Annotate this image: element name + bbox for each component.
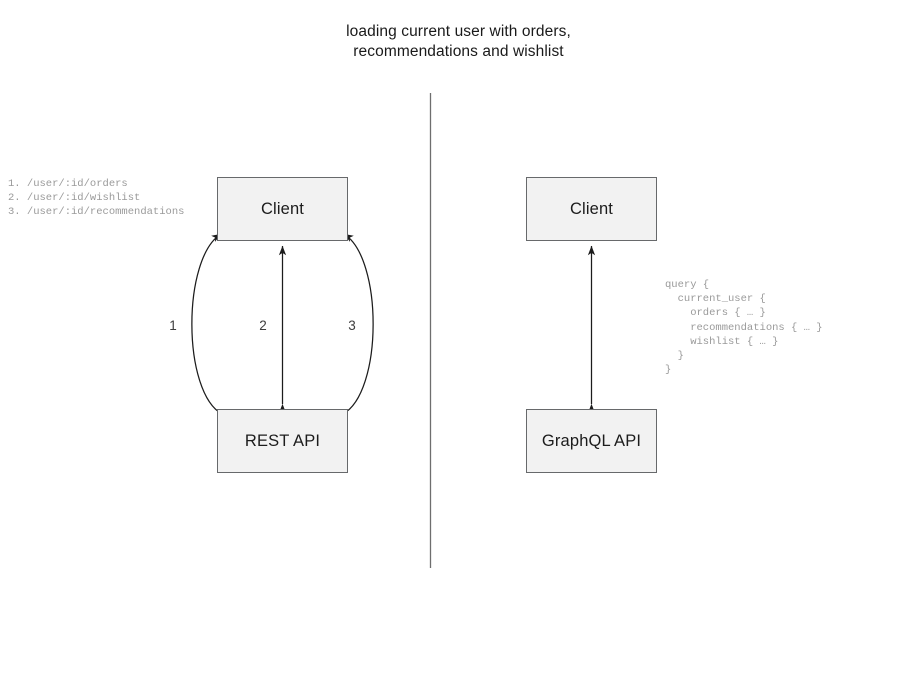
edge-label-2: 2 bbox=[259, 318, 267, 333]
rest-endpoint-list: 1. /user/:id/orders 2. /user/:id/wishlis… bbox=[8, 178, 185, 219]
node-client-graphql-label: Client bbox=[569, 199, 614, 218]
node-client-rest[interactable]: Client bbox=[217, 177, 348, 241]
node-graphql-api-label: GraphQL API bbox=[541, 431, 642, 450]
edge-rest-1 bbox=[191, 233, 232, 422]
node-client-graphql[interactable]: Client bbox=[526, 177, 657, 241]
node-rest-api[interactable]: REST API bbox=[217, 409, 348, 473]
page-title: loading current user with orders, recomm… bbox=[346, 23, 571, 60]
edge-label-1: 1 bbox=[169, 318, 177, 333]
node-client-rest-label: Client bbox=[260, 199, 305, 218]
edge-label-3: 3 bbox=[348, 318, 356, 333]
node-graphql-api[interactable]: GraphQL API bbox=[526, 409, 657, 473]
edge-rest-3 bbox=[333, 233, 374, 422]
node-rest-api-label: REST API bbox=[244, 431, 321, 450]
graphql-query-annotation: query { current_user { orders { … } reco… bbox=[665, 279, 823, 377]
